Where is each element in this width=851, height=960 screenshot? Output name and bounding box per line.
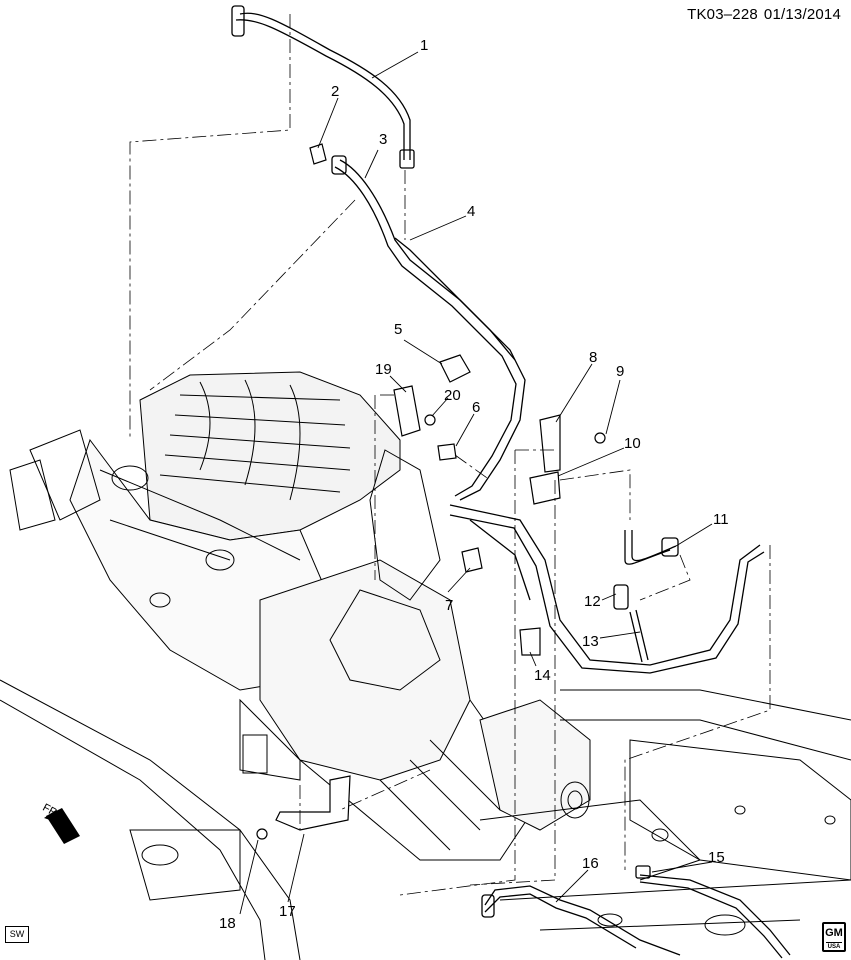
callout-2: 2 — [331, 83, 339, 100]
callout-14: 14 — [534, 667, 551, 684]
drawing-id: TK03–228 — [687, 6, 758, 23]
clip-14 — [519, 627, 541, 656]
bracket-17 — [275, 775, 351, 831]
callout-numbers: 1 2 3 4 5 6 7 8 9 10 11 12 13 14 15 16 1… — [219, 37, 729, 932]
callout-4: 4 — [467, 203, 475, 220]
bracket-10 — [529, 471, 561, 505]
callout-10: 10 — [624, 435, 641, 452]
callout-9: 9 — [616, 363, 624, 380]
clip-5 — [439, 354, 471, 383]
pipe-assembly — [231, 5, 791, 959]
callout-6: 6 — [472, 399, 480, 416]
sw-badge: SW — [5, 926, 29, 943]
bracket-8 — [539, 414, 561, 473]
bracket-19 — [393, 385, 421, 437]
nut-20 — [424, 414, 436, 426]
callout-leaders — [239, 51, 713, 915]
callout-13: 13 — [582, 633, 599, 650]
callout-20: 20 — [444, 387, 461, 404]
callout-11: 11 — [713, 511, 729, 528]
exploded-view-guides — [129, 14, 771, 896]
callout-15: 15 — [708, 849, 725, 866]
engine-assembly — [9, 371, 591, 861]
pad-6 — [437, 443, 457, 461]
gm-logo-text: GM — [825, 927, 843, 939]
vehicle-frame — [0, 679, 851, 960]
gm-logo-sub: USA — [826, 942, 842, 950]
clip-7 — [461, 547, 483, 573]
callout-19: 19 — [375, 361, 392, 378]
drawing-header: TK03–228 01/13/2014 — [687, 6, 841, 23]
bolt-18 — [256, 828, 268, 840]
callout-7: 7 — [445, 597, 453, 614]
clip-2 — [309, 143, 327, 165]
callout-5: 5 — [394, 321, 402, 338]
bolt-9 — [594, 432, 606, 444]
hardware-parts — [256, 143, 606, 840]
front-arrow-icon — [44, 808, 80, 844]
callout-12: 12 — [584, 593, 601, 610]
callout-16: 16 — [582, 855, 599, 872]
callout-3: 3 — [379, 131, 387, 148]
gm-logo: GM USA — [822, 922, 846, 952]
drawing-date: 01/13/2014 — [763, 6, 841, 23]
callout-17: 17 — [279, 903, 296, 920]
callout-8: 8 — [589, 349, 597, 366]
callout-18: 18 — [219, 915, 236, 932]
callout-1: 1 — [420, 37, 428, 54]
